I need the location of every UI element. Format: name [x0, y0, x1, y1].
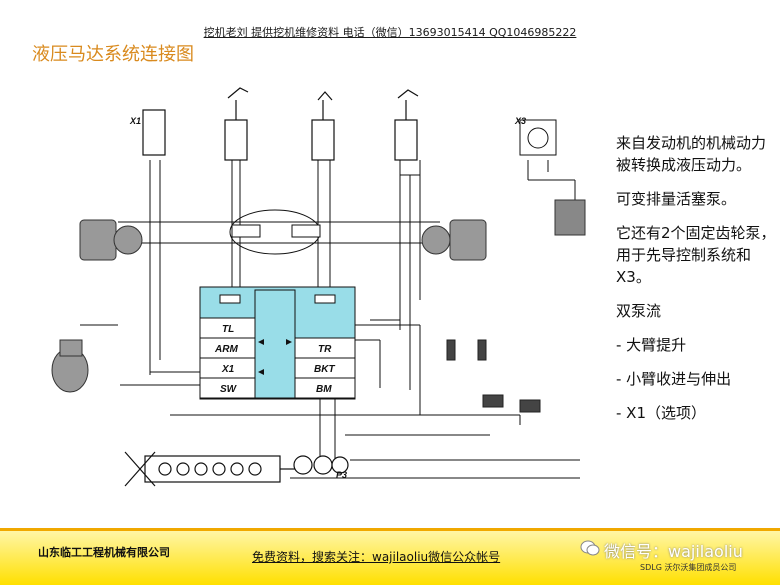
wechat-icon — [580, 540, 600, 556]
valve-label-x1: X1 — [221, 364, 235, 375]
description-line: 可变排量活塞泵。 — [616, 190, 737, 208]
description-line: 它还有2个固定齿轮泵，用于先导控制系统和X3。 — [616, 224, 776, 286]
company-name: 山东临工工程机械有限公司 — [38, 546, 170, 559]
brand-logo-text: SDLG 沃尔沃集团成员公司 — [640, 563, 737, 572]
footer-divider — [0, 528, 780, 531]
description-line: - 小臂收进与伸出 — [616, 370, 732, 388]
top-banner: 挖机老刘 提供挖机维修资料 电话（微信）13693015414 QQ104698… — [203, 26, 577, 39]
description-panel: 来自发动机的机械动力被转换成液压动力。 可变排量活塞泵。 它还有2个固定齿轮泵，… — [616, 132, 776, 436]
footer-ad-link[interactable]: 免费资料，搜索关注：wajilaoliu微信公众帐号 — [252, 550, 501, 564]
x1-label: X1 — [129, 116, 141, 126]
valve-label-bkt: BKT — [314, 364, 335, 375]
description-line: - 大臂提升 — [616, 336, 687, 354]
description-line: - X1（选项） — [616, 404, 707, 422]
valve-label-tr: TR — [318, 344, 332, 355]
footer-bar — [0, 528, 780, 585]
valve-label-tl: TL — [222, 324, 234, 335]
description-line: 双泵流 — [616, 302, 662, 320]
page-title: 液压马达系统连接图 — [32, 44, 194, 65]
valve-label-bm: BM — [316, 384, 332, 395]
valve-label-arm: ARM — [214, 344, 238, 355]
p3-label: P3 — [336, 470, 347, 480]
watermark-text: 微信号：wajilaoliu — [604, 542, 743, 561]
description-line: 来自发动机的机械动力被转换成液压动力。 — [616, 134, 767, 174]
x3-label: X3 — [514, 116, 526, 126]
hydraulic-diagram: X1 X3 TL ARM X1 — [51, 87, 586, 487]
valve-label-sw: SW — [220, 384, 238, 395]
